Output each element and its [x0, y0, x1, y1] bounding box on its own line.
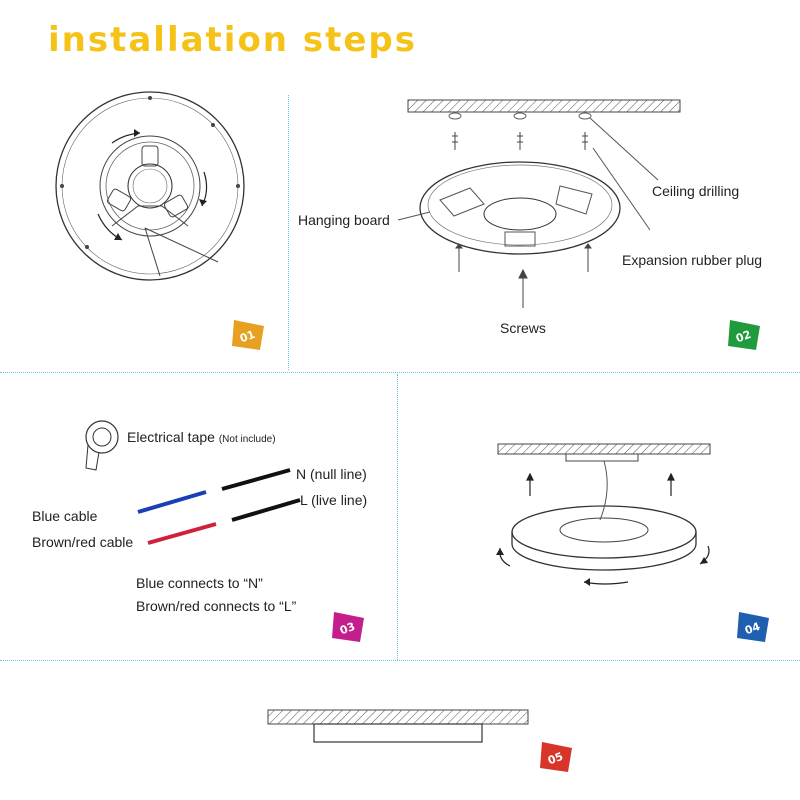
badge-shape: 05: [540, 742, 572, 772]
badge-number: 05: [546, 750, 565, 767]
badge-fill: [728, 320, 760, 350]
label-screws: Screws: [500, 320, 546, 336]
divider-vertical-top: [288, 95, 289, 370]
divider-horizontal-2: [0, 660, 800, 661]
step-badge-03: 03: [330, 608, 368, 646]
label-l-line: L (live line): [300, 492, 368, 508]
badge-fill: [737, 612, 769, 642]
electrical-tape-icon: [85, 420, 119, 471]
badge-number: 02: [734, 328, 753, 345]
not-include-note: (Not include): [218, 434, 276, 445]
label-ceiling-drilling: Ceiling drilling: [652, 183, 740, 199]
fixture-body: [313, 723, 483, 743]
step-badge-04: 04: [735, 608, 773, 646]
badge-number: 01: [238, 328, 257, 345]
badge-fill: [232, 320, 264, 350]
page-title: installation steps: [48, 20, 417, 60]
label-n-line: N (null line): [296, 466, 367, 482]
label-hanging-board: Hanging board: [298, 212, 390, 228]
label-blue-connects: Blue connects to “N”: [136, 575, 263, 591]
ceiling-slab: [267, 709, 529, 725]
badge-fill: [540, 742, 572, 772]
badge-shape: 02: [728, 320, 760, 350]
badge-number: 03: [338, 620, 357, 637]
badge-fill: [332, 612, 364, 642]
electrical-tape-text: Electrical tape: [127, 429, 215, 445]
label-expansion-rubber-plug: Expansion rubber plug: [622, 252, 763, 268]
divider-vertical-middle: [397, 374, 398, 660]
label-brown-connects: Brown/red connects to “L”: [136, 598, 297, 614]
divider-horizontal-1: [0, 372, 800, 373]
step-badge-02: 02: [726, 316, 764, 354]
label-blue-cable: Blue cable: [32, 508, 98, 524]
label-electrical-tape: Electrical tape (Not include): [127, 429, 276, 445]
ceiling-slab: [407, 99, 681, 113]
badge-shape: 04: [737, 612, 769, 642]
label-brown-cable: Brown/red cable: [32, 534, 134, 550]
badge-shape: 01: [232, 320, 264, 350]
step-badge-05: 05: [538, 738, 576, 776]
step-badge-01: 01: [230, 316, 268, 354]
badge-number: 04: [743, 620, 762, 638]
badge-shape: 03: [332, 612, 364, 642]
